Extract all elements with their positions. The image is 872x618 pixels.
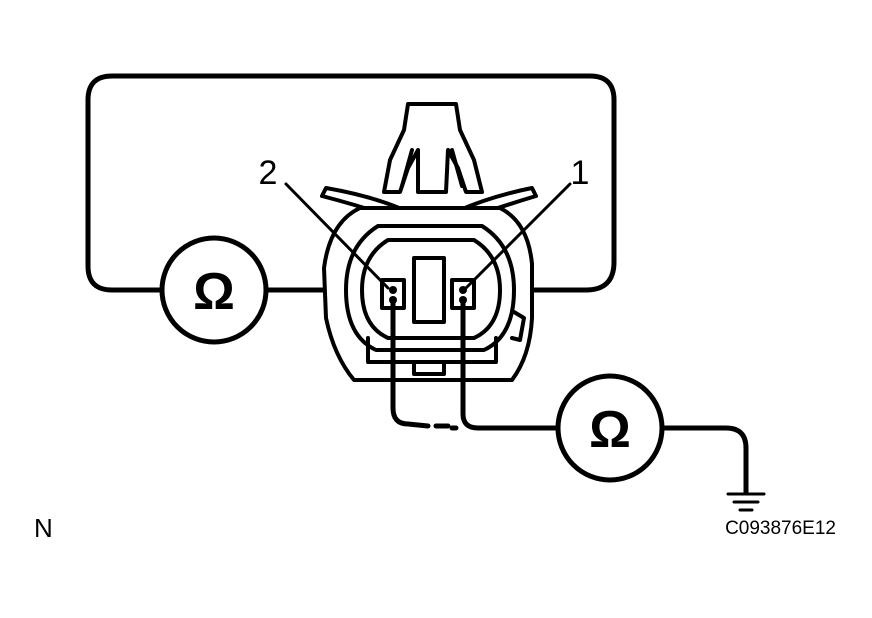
- corner-label: N: [34, 513, 53, 543]
- ground-wire: [659, 425, 749, 495]
- terminal-1-probe-wire: [460, 297, 563, 431]
- leader-line-terminal-2: [284, 182, 390, 290]
- connector-icon: [320, 102, 538, 382]
- connector-key-slot: [412, 360, 446, 376]
- latch-inner-left: [400, 148, 414, 188]
- upper-loop-wire: [85, 73, 617, 293]
- terminal-2-label: 2: [259, 154, 278, 192]
- ohmmeter-icon: Ω: [555, 373, 665, 483]
- terminal-2-upper-contact: [389, 286, 397, 294]
- ground-icon: [726, 492, 766, 512]
- ohmmeter-icon: Ω: [159, 235, 269, 345]
- upper-ohm-symbol: Ω: [193, 263, 235, 321]
- connector-side-tab: [510, 310, 526, 342]
- connector-ring-inner: [360, 238, 502, 340]
- connector-latch: [382, 102, 484, 194]
- terminal-2-probe-wire: [390, 297, 431, 429]
- connector-ring-outer: [344, 224, 516, 352]
- figure-code: C093876E12: [725, 518, 836, 539]
- connector-center-post: [412, 256, 446, 324]
- terminal-1-label: 1: [571, 154, 590, 192]
- lower-ohm-symbol: Ω: [589, 401, 631, 459]
- latch-inner-right: [450, 148, 464, 188]
- leader-line-terminal-1: [464, 182, 572, 290]
